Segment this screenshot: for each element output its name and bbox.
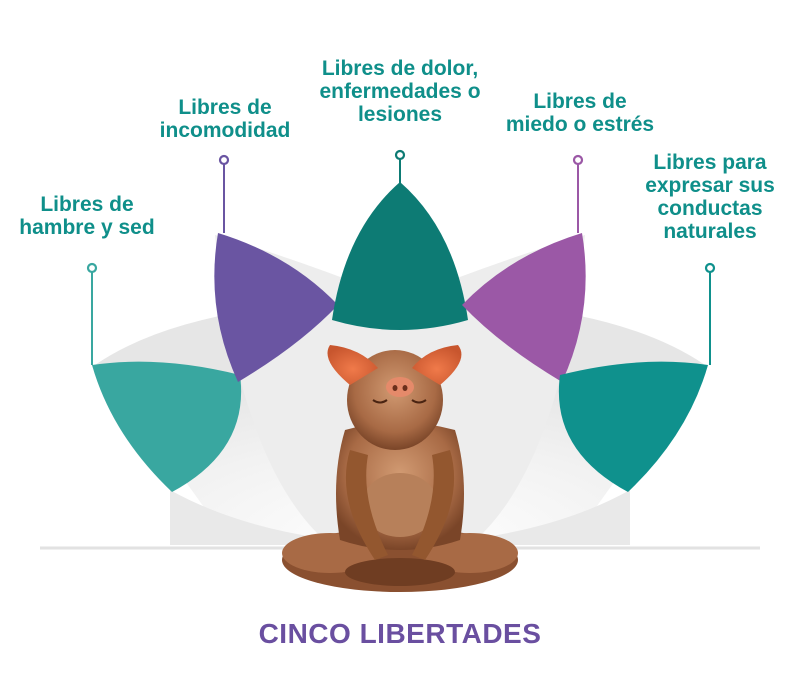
pig-image [282,345,518,592]
petal-natural-behavior [558,361,708,492]
label-hunger-thirst: Libres de hambre y sed [19,193,155,239]
petal-pain [332,182,468,330]
connectors [86,149,716,365]
diagram-title: CINCO LIBERTADES [258,618,542,649]
petal-discomfort [214,233,338,382]
label-natural-behavior: Libres para expresar sus conductas natur… [645,151,775,243]
petal-fear [462,233,586,382]
label-fear-stress: Libres de miedo o estrés [505,90,655,136]
label-pain-disease: Libres de dolor, enfermedades o lesiones [319,57,481,126]
petal-hunger [92,361,242,492]
label-discomfort: Libres de incomodidad [159,96,291,142]
